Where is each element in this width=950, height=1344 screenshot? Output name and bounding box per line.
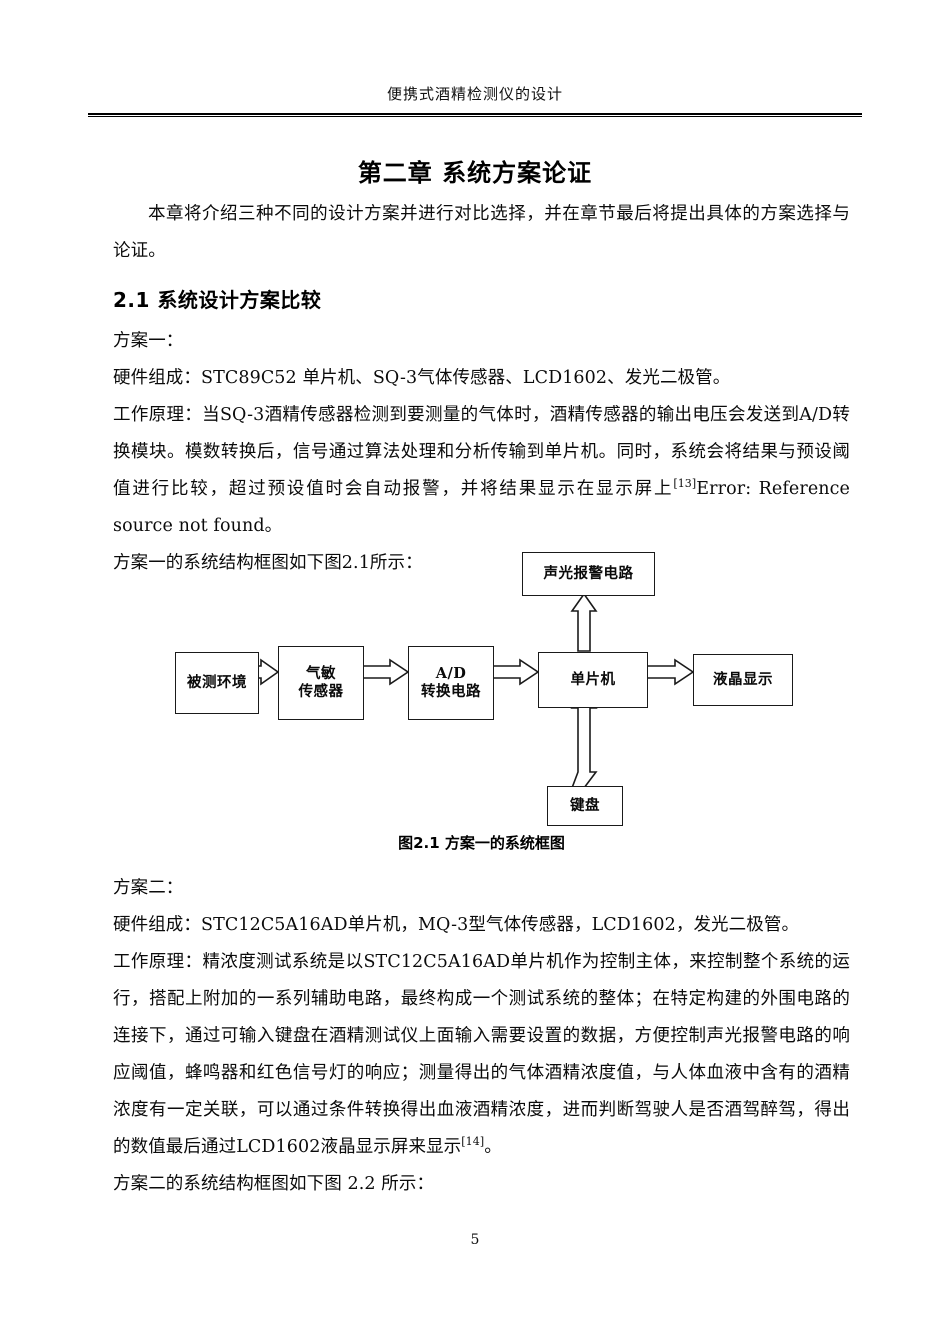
plan-one-figure-lead: 方案一的系统结构框图如下图2.1所示： <box>113 553 423 573</box>
intro-paragraph: 本章将介绍三种不同的设计方案并进行对比选择，并在章节最后将提出具体的方案选择与论… <box>113 204 850 261</box>
figure-block-ad-circuit: A/D 转换电路 <box>408 646 494 720</box>
figure-block-alarm: 声光报警电路 <box>522 552 655 596</box>
figure-block-lcd: 液晶显示 <box>693 654 793 706</box>
plan-two-label: 方案二： <box>113 878 184 898</box>
plan-one-principle-error: Error: Reference source not found。 <box>113 479 850 536</box>
reference-marker-14: [14] <box>461 1135 485 1149</box>
page-title: 第二章 系统方案论证 <box>357 159 593 187</box>
page-number: 5 <box>470 1232 480 1248</box>
plan-two-hardware: 硬件组成：STC12C5A16AD单片机，MQ-3型气体传感器，LCD1602，… <box>113 915 800 935</box>
arrow-mcu-to-lcd <box>642 658 695 686</box>
body-content-continued: 方案二： 硬件组成：STC12C5A16AD单片机，MQ-3型气体传感器，LCD… <box>113 870 850 1203</box>
arrow-ad-to-mcu <box>487 658 540 686</box>
figure-block-keyboard: 键盘 <box>547 786 623 826</box>
body-content: 本章将介绍三种不同的设计方案并进行对比选择，并在章节最后将提出具体的方案选择与论… <box>113 196 850 582</box>
arrow-mcu-to-alarm <box>570 592 598 652</box>
figure-2-1-caption: 图2.1 方案一的系统框图 <box>398 834 565 852</box>
figure-block-mcu: 单片机 <box>538 652 648 708</box>
plan-two-figure-lead: 方案二的系统结构框图如下图 2.2 所示： <box>113 1174 435 1194</box>
running-header-title: 便携式酒精检测仪的设计 <box>386 85 563 103</box>
plan-one-label: 方案一： <box>113 331 184 351</box>
plan-two-principle-end: 。 <box>484 1137 502 1157</box>
plan-one-hardware: 硬件组成：STC89C52 单片机、SQ-3气体传感器、LCD1602、发光二极… <box>113 368 731 388</box>
plan-two-principle-text: 工作原理：精浓度测试系统是以STC12C5A16AD单片机作为控制主体，来控制整… <box>113 952 850 1157</box>
arrow-sensor-to-ad <box>357 658 410 686</box>
header-divider-rule <box>88 113 862 117</box>
figure-block-gas-sensor: 气敏 传感器 <box>278 646 364 720</box>
plan-one-principle-text: 工作原理：当SQ-3酒精传感器检测到要测量的气体时，酒精传感器的输出电压会发送到… <box>113 405 850 499</box>
running-header: 便携式酒精检测仪的设计 <box>0 84 950 104</box>
figure-block-environment: 被测环境 <box>175 652 259 714</box>
section-heading-2-1: 2.1 系统设计方案比较 <box>113 288 322 312</box>
figure-2-1-canvas: 被测环境 气敏 传感器 A/D 转换电路 单片机 液晶显示 声光报警电路 键盘 … <box>113 552 850 852</box>
plan-one-principle: 工作原理：当SQ-3酒精传感器检测到要测量的气体时，酒精传感器的输出电压会发送到… <box>113 397 850 545</box>
figure-2-1: 被测环境 气敏 传感器 A/D 转换电路 单片机 液晶显示 声光报警电路 键盘 … <box>113 552 850 856</box>
plan-two-principle: 工作原理：精浓度测试系统是以STC12C5A16AD单片机作为控制主体，来控制整… <box>113 944 850 1166</box>
reference-marker-13: [13] <box>673 477 697 491</box>
